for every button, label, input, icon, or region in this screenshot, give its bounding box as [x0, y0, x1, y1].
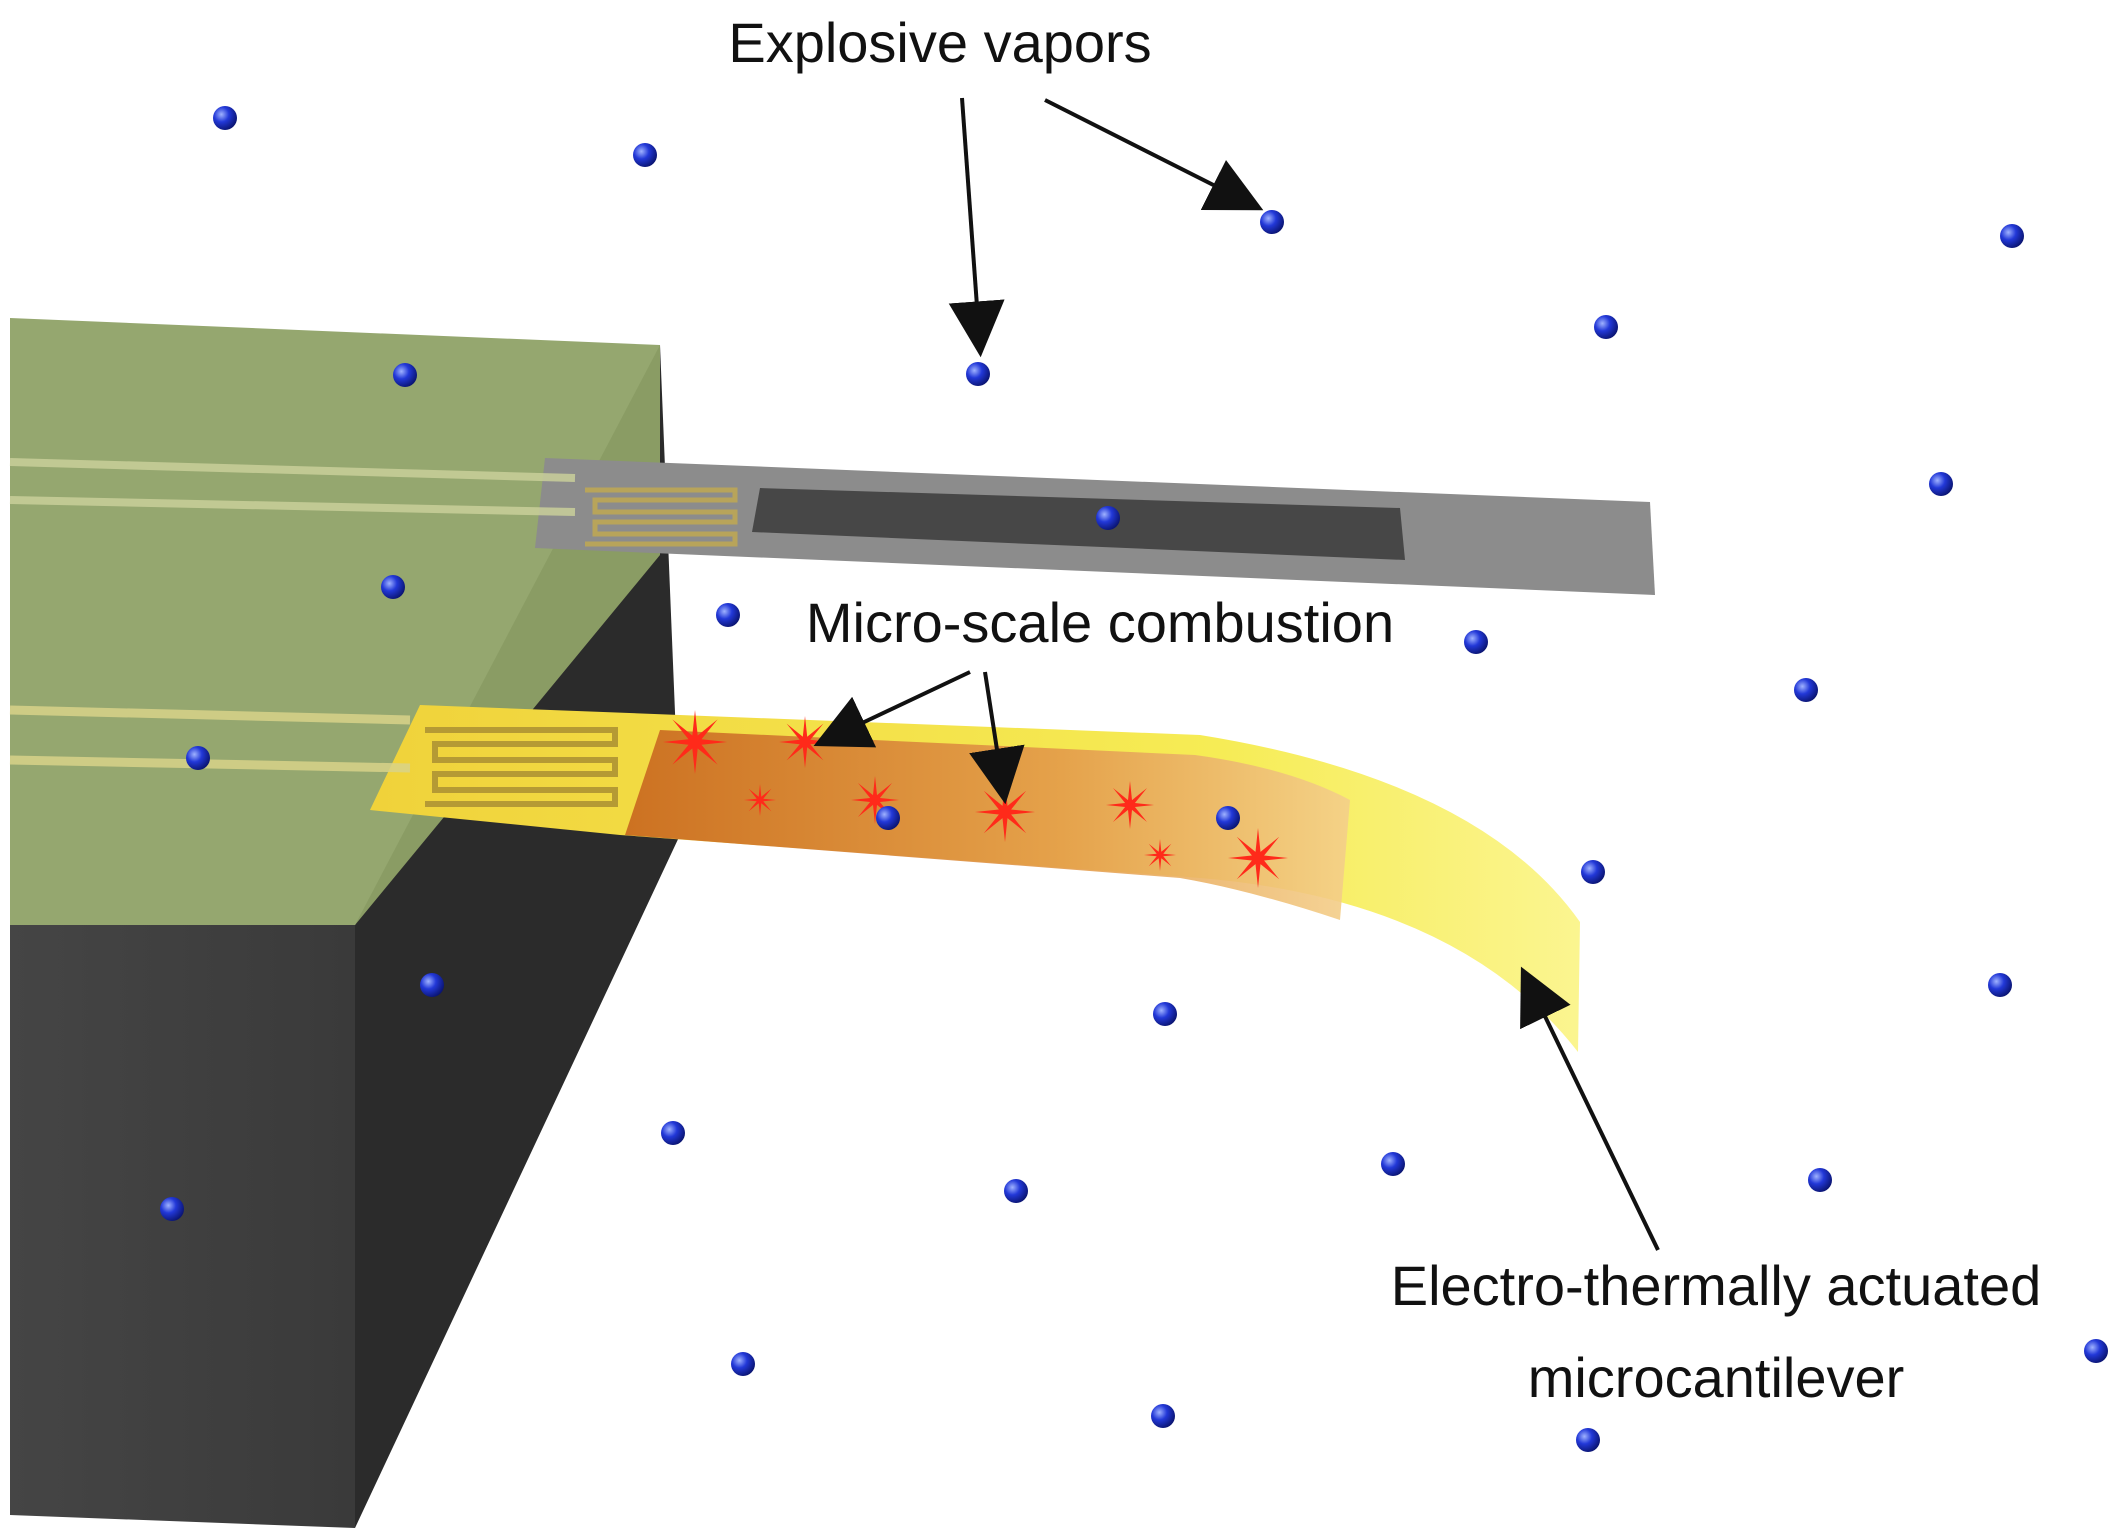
- vapor-molecules: [160, 106, 2108, 1452]
- arrow-cantilever: [1520, 966, 1660, 1251]
- blue-sphere-icon: [1381, 1152, 1405, 1176]
- active-lead-wires: [9, 705, 411, 773]
- idle-cantilever: [9, 458, 1655, 595]
- blue-sphere-icon: [1260, 210, 1284, 234]
- label-explosive-vapors: Explosive vapors: [728, 11, 1151, 74]
- blue-sphere-icon: [186, 746, 210, 770]
- substrate-front-face: [10, 925, 355, 1528]
- blue-sphere-icon: [661, 1121, 685, 1145]
- arrow-vapors-right: [1044, 98, 1264, 211]
- arrow-combustion-left: [813, 670, 971, 748]
- blue-sphere-icon: [1929, 472, 1953, 496]
- blue-sphere-icon: [1464, 630, 1488, 654]
- active-cantilever: [9, 705, 1580, 1052]
- blue-sphere-icon: [160, 1197, 184, 1221]
- blue-sphere-icon: [1581, 860, 1605, 884]
- active-cantilever-pad: [625, 730, 1350, 920]
- active-heater-trace: [425, 727, 618, 807]
- arrow-vapors-left: [948, 97, 1005, 358]
- blue-sphere-icon: [2084, 1339, 2108, 1363]
- starburst-icon: [663, 710, 727, 774]
- blue-sphere-icon: [1594, 315, 1618, 339]
- blue-sphere-icon: [716, 603, 740, 627]
- blue-sphere-icon: [1576, 1428, 1600, 1452]
- blue-sphere-icon: [966, 362, 990, 386]
- blue-sphere-icon: [1153, 1002, 1177, 1026]
- blue-sphere-icon: [731, 1352, 755, 1376]
- blue-sphere-icon: [1216, 806, 1240, 830]
- idle-cantilever-pad: [752, 488, 1405, 560]
- annotation-arrows: [813, 97, 1660, 1251]
- blue-sphere-icon: [1794, 678, 1818, 702]
- blue-sphere-icon: [1004, 1179, 1028, 1203]
- substrate-side-face: [355, 345, 680, 1528]
- label-cantilever-line1: Electro-thermally actuated: [1391, 1254, 2042, 1317]
- blue-sphere-icon: [420, 973, 444, 997]
- blue-sphere-icon: [1096, 506, 1120, 530]
- blue-sphere-icon: [1808, 1168, 1832, 1192]
- starburst-icon: [744, 784, 776, 816]
- blue-sphere-icon: [876, 806, 900, 830]
- starburst-icon: [1228, 828, 1288, 888]
- blue-sphere-icon: [633, 143, 657, 167]
- blue-sphere-icon: [393, 363, 417, 387]
- blue-sphere-icon: [1151, 1404, 1175, 1428]
- blue-sphere-icon: [2000, 224, 2024, 248]
- label-micro-scale-combustion: Micro-scale combustion: [806, 591, 1394, 654]
- idle-heater-trace: [585, 487, 738, 547]
- blue-sphere-icon: [213, 106, 237, 130]
- starburst-icon: [1106, 781, 1154, 829]
- arrow-combustion-right: [969, 671, 1025, 805]
- label-cantilever-line2: microcantilever: [1528, 1346, 1905, 1409]
- blue-sphere-icon: [381, 575, 405, 599]
- blue-sphere-icon: [1988, 973, 2012, 997]
- idle-lead-wires: [9, 458, 576, 516]
- starburst-icon: [1144, 839, 1176, 871]
